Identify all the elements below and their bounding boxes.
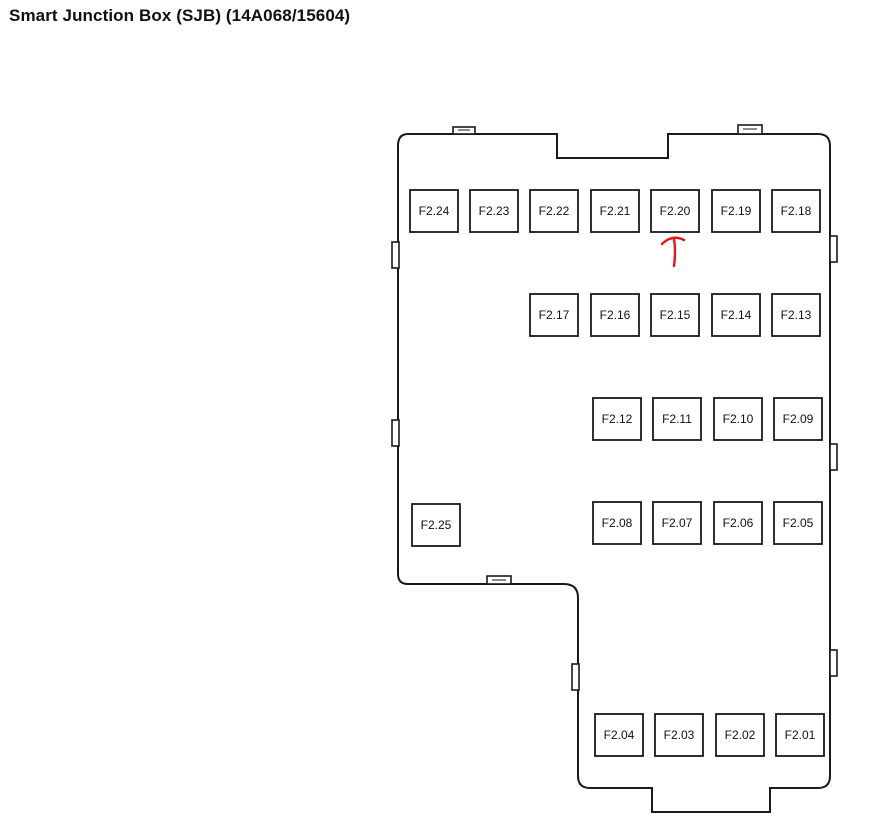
fuse-f2-14: F2.14 <box>711 293 761 337</box>
fuse-outline <box>592 501 642 545</box>
fuse-outline <box>771 189 821 233</box>
fuse-outline <box>590 293 640 337</box>
fuse-label: F2.18 <box>781 204 812 218</box>
fuse-label: F2.02 <box>725 728 756 742</box>
fuse-label: F2.23 <box>479 204 510 218</box>
fuse-label: F2.24 <box>419 204 450 218</box>
fuse-label: F2.04 <box>604 728 635 742</box>
fuse-f2-10: F2.10 <box>713 397 763 441</box>
fuse-label: F2.14 <box>721 308 752 322</box>
fuse-outline <box>529 189 579 233</box>
fuse-outline <box>411 503 461 547</box>
fuse-outline <box>650 293 700 337</box>
fuse-outline <box>529 293 579 337</box>
fuse-label: F2.01 <box>785 728 816 742</box>
fuse-f2-12: F2.12 <box>592 397 642 441</box>
fuse-f2-09: F2.09 <box>773 397 823 441</box>
fuse-outline <box>409 189 459 233</box>
fuse-label: F2.21 <box>600 204 631 218</box>
fuse-f2-22: F2.22 <box>529 189 579 233</box>
fuse-outline <box>652 501 702 545</box>
fuse-label: F2.19 <box>721 204 752 218</box>
fuse-label: F2.13 <box>781 308 812 322</box>
fuse-f2-24: F2.24 <box>409 189 459 233</box>
fuse-f2-07: F2.07 <box>652 501 702 545</box>
latch-tab-right-middle <box>829 443 838 471</box>
arrow-up-annotation <box>660 236 686 268</box>
fuse-label: F2.22 <box>539 204 570 218</box>
fuse-f2-04: F2.04 <box>594 713 644 757</box>
fuse-outline <box>711 293 761 337</box>
fuse-f2-25: F2.25 <box>411 503 461 547</box>
fuse-label: F2.08 <box>602 516 633 530</box>
fuse-f2-19: F2.19 <box>711 189 761 233</box>
fuse-outline <box>771 293 821 337</box>
fuse-label: F2.03 <box>664 728 695 742</box>
fuse-f2-20: F2.20 <box>650 189 700 233</box>
fuse-f2-11: F2.11 <box>652 397 702 441</box>
latch-tab-top-left <box>452 126 476 135</box>
fuse-outline <box>592 397 642 441</box>
fuse-label: F2.07 <box>662 516 693 530</box>
latch-tab-right-lower <box>829 649 838 677</box>
fuse-label: F2.20 <box>660 204 691 218</box>
fuse-f2-16: F2.16 <box>590 293 640 337</box>
fuse-f2-17: F2.17 <box>529 293 579 337</box>
fuse-label: F2.15 <box>660 308 691 322</box>
fuse-f2-18: F2.18 <box>771 189 821 233</box>
fuse-f2-01: F2.01 <box>775 713 825 757</box>
fuse-f2-23: F2.23 <box>469 189 519 233</box>
fuse-outline <box>713 397 763 441</box>
junction-box-housing <box>397 133 831 813</box>
fuse-label: F2.10 <box>723 412 754 426</box>
fuse-outline <box>711 189 761 233</box>
latch-tab-right-upper <box>829 235 838 263</box>
fuse-f2-05: F2.05 <box>773 501 823 545</box>
fuse-outline <box>773 397 823 441</box>
fuse-f2-13: F2.13 <box>771 293 821 337</box>
fuse-outline <box>713 501 763 545</box>
fuse-label: F2.06 <box>723 516 754 530</box>
latch-tab-top-right <box>737 124 763 135</box>
fuse-f2-06: F2.06 <box>713 501 763 545</box>
fuse-outline <box>715 713 765 757</box>
fuse-outline <box>654 713 704 757</box>
latch-tab-step <box>486 575 512 585</box>
fuse-label: F2.09 <box>783 412 814 426</box>
fuse-f2-08: F2.08 <box>592 501 642 545</box>
fuse-outline <box>590 189 640 233</box>
latch-tab-left-middle <box>391 419 400 447</box>
fuse-outline <box>594 713 644 757</box>
fuse-f2-02: F2.02 <box>715 713 765 757</box>
fuse-label: F2.11 <box>662 412 692 426</box>
fuse-label: F2.12 <box>602 412 633 426</box>
fuse-outline <box>469 189 519 233</box>
page-title: Smart Junction Box (SJB) (14A068/15604) <box>9 6 351 25</box>
fuse-f2-15: F2.15 <box>650 293 700 337</box>
fuse-outline <box>650 189 700 233</box>
fuse-label: F2.17 <box>539 308 570 322</box>
latch-tab-left-lower <box>571 663 580 691</box>
fuse-label: F2.05 <box>783 516 814 530</box>
fuse-f2-21: F2.21 <box>590 189 640 233</box>
fuse-outline <box>773 501 823 545</box>
fuse-outline <box>775 713 825 757</box>
fuse-f2-03: F2.03 <box>654 713 704 757</box>
fuse-label: F2.25 <box>421 518 452 532</box>
latch-tab-left-upper <box>391 241 400 269</box>
fuse-label: F2.16 <box>600 308 631 322</box>
fuse-outline <box>652 397 702 441</box>
